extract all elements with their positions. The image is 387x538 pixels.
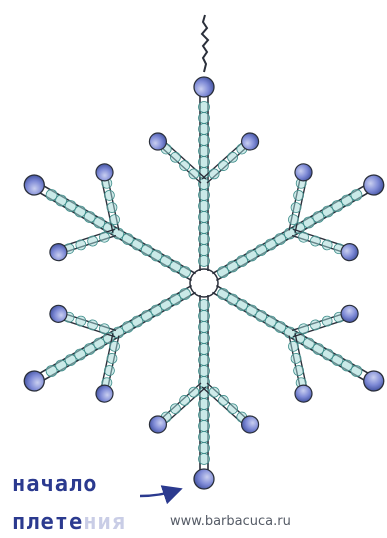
- hanging-thread: [202, 15, 208, 72]
- seed-bead: [199, 234, 210, 245]
- seed-bead: [170, 152, 180, 162]
- seed-bead: [199, 179, 210, 190]
- seed-bead: [199, 421, 210, 432]
- branch-tip-bead: [292, 161, 315, 184]
- branch-tip-bead: [292, 382, 315, 405]
- seed-bead: [180, 161, 190, 171]
- seed-bead: [320, 238, 334, 252]
- seed-bead: [199, 399, 210, 410]
- snowflake-arm: [149, 77, 258, 271]
- seed-bead: [199, 355, 210, 366]
- arm-tip-bead: [194, 77, 214, 97]
- seed-bead: [199, 212, 210, 223]
- seed-bead: [228, 152, 238, 162]
- seed-bead: [309, 318, 323, 332]
- seed-bead: [170, 404, 180, 414]
- seed-bead: [189, 169, 199, 179]
- branch-tip-bead: [149, 416, 166, 433]
- start-caption-line2: плетения: [12, 510, 126, 535]
- seed-bead: [199, 410, 210, 421]
- seed-bead: [199, 344, 210, 355]
- start-caption-line1: начало: [12, 472, 97, 497]
- seed-bead: [86, 234, 100, 248]
- seed-bead: [199, 223, 210, 234]
- seed-bead: [209, 387, 219, 397]
- seed-bead: [199, 201, 210, 212]
- seed-bead: [199, 311, 210, 322]
- seed-bead: [199, 322, 210, 333]
- seed-bead: [199, 135, 210, 146]
- seed-bead: [199, 245, 210, 256]
- seed-bead: [74, 238, 88, 252]
- branch-tip-bead: [149, 133, 166, 150]
- seed-bead: [199, 377, 210, 388]
- seed-bead: [228, 404, 238, 414]
- start-caption-line2-faded: ния: [83, 510, 126, 535]
- seed-bead: [199, 157, 210, 168]
- branch-tip-bead: [242, 416, 259, 433]
- start-arrow: [140, 490, 178, 496]
- seed-bead: [180, 395, 190, 405]
- seed-bead: [199, 256, 210, 267]
- branch-tip-bead: [93, 382, 116, 405]
- branch-tip-bead: [242, 133, 259, 150]
- start-caption-line2-visible: плете: [12, 510, 83, 535]
- seed-bead: [199, 190, 210, 201]
- seed-bead: [199, 454, 210, 465]
- seed-bead: [309, 234, 323, 248]
- seed-bead: [199, 366, 210, 377]
- seed-bead: [199, 146, 210, 157]
- seed-bead: [218, 395, 228, 405]
- seed-bead: [86, 318, 100, 332]
- seed-bead: [74, 314, 88, 328]
- seed-bead: [199, 443, 210, 454]
- seed-bead: [199, 432, 210, 443]
- seed-bead: [320, 314, 334, 328]
- seed-bead: [199, 102, 210, 113]
- seed-bead: [189, 387, 199, 397]
- seed-bead: [218, 161, 228, 171]
- center-ring: [190, 269, 218, 297]
- site-watermark: www.barbacuca.ru: [170, 514, 291, 529]
- arm-tip-bead: [194, 469, 214, 489]
- branch-tip-bead: [93, 161, 116, 184]
- seed-bead: [199, 300, 210, 311]
- seed-bead: [199, 113, 210, 124]
- snowflake-arm: [149, 295, 258, 489]
- snowflake-arms: [0, 77, 387, 489]
- seed-bead: [199, 124, 210, 135]
- seed-bead: [209, 169, 219, 179]
- seed-bead: [199, 333, 210, 344]
